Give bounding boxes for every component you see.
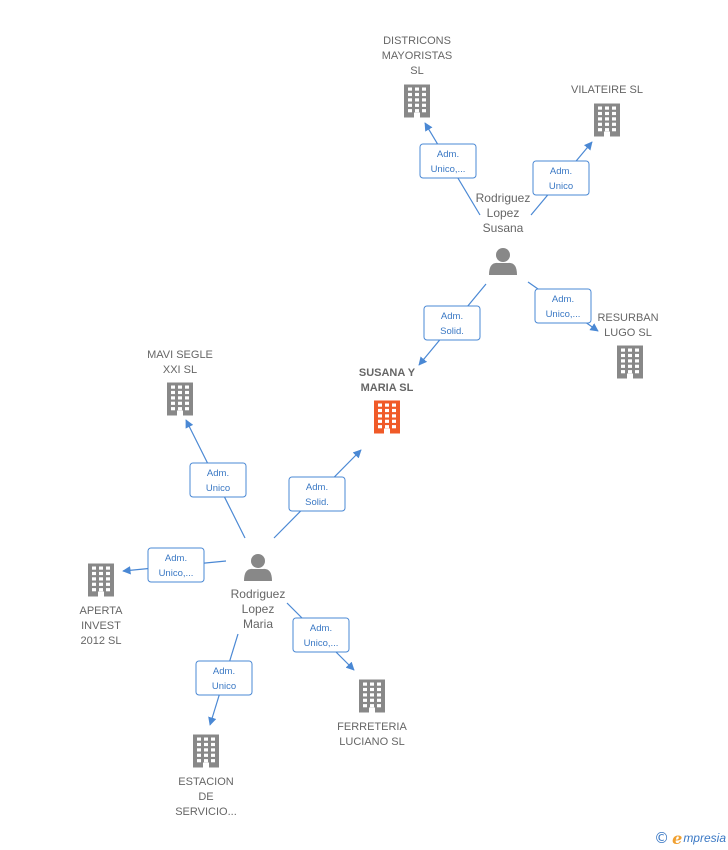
building-icon xyxy=(88,563,114,597)
person-label: Lopez xyxy=(487,206,520,220)
edge-label-text: Solid. xyxy=(440,326,464,337)
building-icon xyxy=(617,345,643,379)
company-label: INVEST xyxy=(81,620,121,632)
company-label: ESTACION xyxy=(178,776,233,788)
edge-label-text: Unico,... xyxy=(159,568,194,579)
edge-label-rmaria-estacion[interactable]: Adm. Unico xyxy=(195,660,253,696)
company-label: MAVI SEGLE xyxy=(147,349,213,361)
company-label: LUCIANO SL xyxy=(339,736,404,748)
edge-label-rsusana-vilateire[interactable]: Adm. Unico xyxy=(532,160,590,196)
company-label: RESURBAN xyxy=(597,312,658,324)
edge-label-box xyxy=(195,660,253,696)
edge-label-box xyxy=(534,288,592,324)
company-node-susana[interactable]: SUSANA Y MARIA SL xyxy=(359,367,416,434)
company-label: FERRETERIA xyxy=(337,721,407,733)
brand-logo-initial: e xyxy=(672,828,683,848)
edge-label-rmaria-mavi[interactable]: Adm. Unico xyxy=(189,462,247,498)
person-label: Susana xyxy=(483,221,524,235)
company-label: VILATEIRE SL xyxy=(571,84,643,96)
person-icon xyxy=(244,554,272,581)
edge-label-text: Unico xyxy=(206,483,230,494)
company-node-mavi[interactable]: MAVI SEGLE XXI SL xyxy=(147,349,213,416)
company-node-ferreteria[interactable]: FERRETERIA LUCIANO SL xyxy=(337,679,407,749)
edge-label-rmaria-susana[interactable]: Adm. Solid. xyxy=(288,476,346,512)
person-label: Rodriguez xyxy=(231,587,286,601)
building-icon xyxy=(594,103,620,137)
edge-label-text: Adm. xyxy=(207,468,229,479)
company-label: 2012 SL xyxy=(81,635,122,647)
company-label: APERTA xyxy=(80,605,124,617)
company-label: SL xyxy=(410,65,423,77)
edge-label-box xyxy=(288,476,346,512)
building-icon xyxy=(374,400,400,434)
edge-label-rmaria-ferreteria[interactable]: Adm. Unico,... xyxy=(292,617,350,653)
edge-label-text: Adm. xyxy=(310,623,332,634)
company-node-aperta[interactable]: APERTA INVEST 2012 SL xyxy=(80,563,124,648)
edge-label-box xyxy=(189,462,247,498)
edge-label-text: Adm. xyxy=(552,294,574,305)
edge-label-text: Unico,... xyxy=(304,638,339,649)
edge-label-text: Unico xyxy=(549,181,573,192)
person-label: Lopez xyxy=(242,602,275,616)
company-label: MAYORISTAS xyxy=(382,50,453,62)
edge-label-box xyxy=(532,160,590,196)
nodes-layer: DISTRICONS MAYORISTAS SL VILATEIRE SL RESURB… xyxy=(80,35,659,818)
company-label: DE xyxy=(198,791,213,803)
copyright-symbol: © xyxy=(654,829,670,847)
company-node-resurban[interactable]: RESURBAN LUGO SL xyxy=(597,312,659,379)
edge-label-box xyxy=(419,143,477,179)
edge-label-text: Adm. xyxy=(165,553,187,564)
company-label: XXI SL xyxy=(163,364,197,376)
company-label: LUGO SL xyxy=(604,327,652,339)
building-icon xyxy=(167,382,193,416)
person-label: Rodriguez xyxy=(476,191,531,205)
edge-label-text: Adm. xyxy=(441,311,463,322)
edge-label-rsusana-resurban[interactable]: Adm. Unico,... xyxy=(534,288,592,324)
company-label: MARIA SL xyxy=(361,382,414,394)
company-label: DISTRICONS xyxy=(383,35,451,47)
company-node-estacion[interactable]: ESTACION DE SERVICIO... xyxy=(175,734,237,819)
edge-label-text: Unico xyxy=(212,681,236,692)
brand-name: mpresia xyxy=(683,831,726,845)
edge-label-text: Adm. xyxy=(550,166,572,177)
person-icon xyxy=(489,248,517,275)
company-node-vilateire[interactable]: VILATEIRE SL xyxy=(571,84,643,137)
company-label: SUSANA Y xyxy=(359,367,416,379)
edge-label-rsusana-susana[interactable]: Adm. Solid. xyxy=(423,305,481,341)
edge-label-rmaria-aperta[interactable]: Adm. Unico,... xyxy=(147,547,205,583)
building-icon xyxy=(193,734,219,768)
edge-label-text: Unico,... xyxy=(431,164,466,175)
company-node-districons[interactable]: DISTRICONS MAYORISTAS SL xyxy=(382,35,453,118)
edge-label-box xyxy=(423,305,481,341)
edges-layer xyxy=(122,122,599,726)
edge-label-text: Unico,... xyxy=(546,309,581,320)
person-label: Maria xyxy=(243,617,273,631)
edge-label-text: Adm. xyxy=(213,666,235,677)
edge-label-text: Adm. xyxy=(437,149,459,160)
edge-label-box xyxy=(147,547,205,583)
building-icon xyxy=(404,84,430,118)
edge-label-text: Solid. xyxy=(305,497,329,508)
edge-label-rsusana-districons[interactable]: Adm. Unico,... xyxy=(419,143,477,179)
footer-brand[interactable]: © e mpresia xyxy=(654,828,726,848)
edge-label-box xyxy=(292,617,350,653)
edge-label-text: Adm. xyxy=(306,482,328,493)
company-label: SERVICIO... xyxy=(175,806,237,818)
building-icon xyxy=(359,679,385,713)
edge-labels-layer: Adm.Unico,...Adm.UnicoAdm.Unico,...Adm.S… xyxy=(147,143,592,696)
